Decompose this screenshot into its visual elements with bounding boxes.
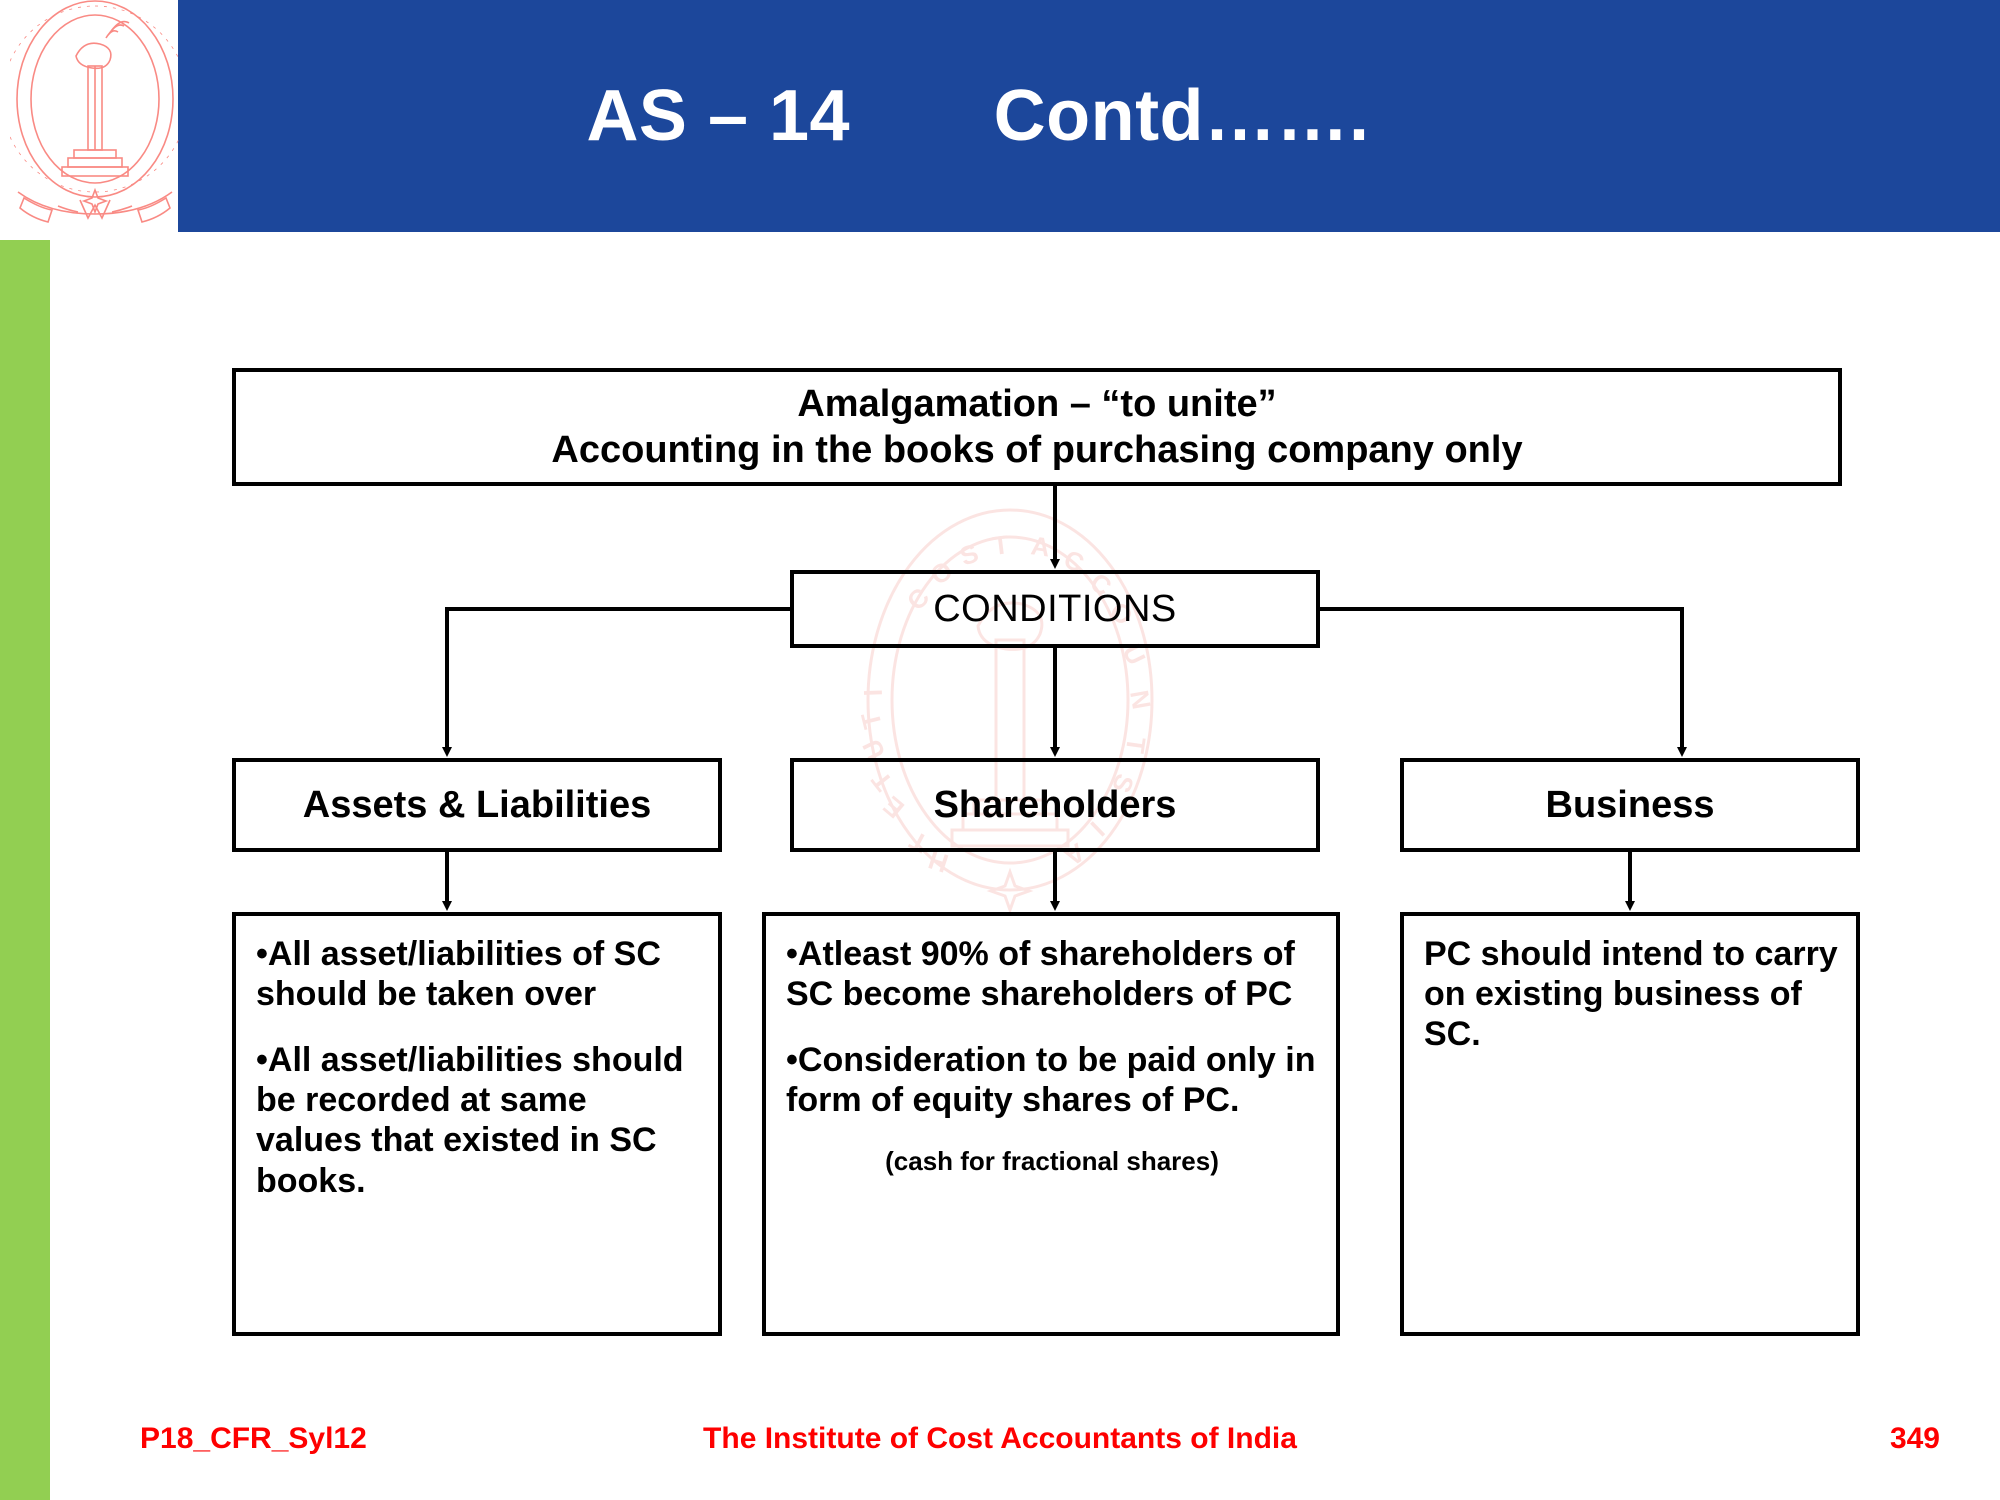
institute-logo — [10, 0, 180, 226]
node-business-label: Business — [1545, 783, 1715, 826]
content-box-shareholders: •Atleast 90% of shareholders of SC becom… — [762, 912, 1340, 1336]
node-shareholders-label: Shareholders — [933, 783, 1177, 826]
node-root-text: Amalgamation – “to unite”Accounting in t… — [541, 381, 1532, 474]
footer-institute-name: The Institute of Cost Accountants of Ind… — [703, 1422, 1297, 1455]
node-assets-liabilities-label: Assets & Liabilities — [302, 783, 652, 826]
node-conditions: CONDITIONS — [790, 570, 1320, 648]
node-root-line2: Accounting in the books of purchasing co… — [551, 429, 1523, 471]
node-conditions-label: CONDITIONS — [933, 587, 1177, 630]
shareholders-note: (cash for fractional shares) — [885, 1146, 1219, 1177]
node-business: Business — [1400, 758, 1860, 852]
node-shareholders: Shareholders — [790, 758, 1320, 852]
footer-course-code: P18_CFR_Syl12 — [140, 1422, 367, 1455]
node-root: Amalgamation – “to unite”Accounting in t… — [232, 368, 1842, 486]
node-root-line1: Amalgamation – “to unite” — [797, 382, 1277, 425]
bullet-item: •All asset/liabilities should be recorde… — [256, 1041, 684, 1200]
bullet-item: •All asset/liabilities of SC should be t… — [256, 935, 661, 1014]
footer-page-number: 349 — [1889, 1422, 1940, 1455]
bullet-item: •Atleast 90% of shareholders of SC becom… — [786, 935, 1295, 1014]
slide-footer: P18_CFR_Syl12 The Institute of Cost Acco… — [0, 1422, 2000, 1472]
node-assets-liabilities: Assets & Liabilities — [232, 758, 722, 852]
left-accent-bar — [0, 240, 50, 1500]
page-title: AS – 14 Contd……. — [586, 76, 1370, 156]
bullet-item: PC should intend to carry on existing bu… — [1424, 935, 1838, 1054]
content-box-business: PC should intend to carry on existing bu… — [1400, 912, 1860, 1336]
bullet-item: •Consideration to be paid only in form o… — [786, 1041, 1316, 1120]
content-box-assets-liabilities: •All asset/liabilities of SC should be t… — [232, 912, 722, 1336]
header-band — [178, 0, 2000, 232]
